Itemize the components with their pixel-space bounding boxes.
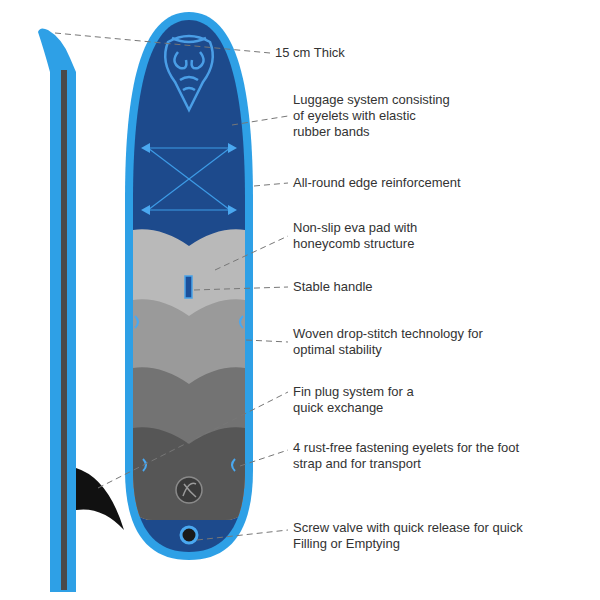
bungee-eyelets [141,143,237,215]
leader-line [215,236,288,270]
logo-detail [180,77,198,90]
handle [185,276,192,298]
leader-line [98,392,288,488]
valve [181,527,197,543]
callout-label: Non-slip eva pad with honeycomb structur… [293,220,473,252]
callout-label: Woven drop-stitch technology for optimal… [293,326,493,358]
leader-line [197,530,288,540]
leader-line [232,116,288,125]
side-rail-stripe [61,70,67,590]
logo-detail [172,38,206,42]
callout-label: 4 rust-free fastening eyelets for the fo… [293,440,523,472]
brand-logo [176,477,202,503]
fin [76,468,124,530]
board-edge [125,12,253,560]
board-deck [133,20,245,552]
callout-label: Luggage system consisting of eyelets wit… [293,92,453,140]
logo-spiral [192,52,204,68]
callout-label: Stable handle [293,279,443,295]
leader-lines [55,33,288,540]
logo-spiral [174,52,186,68]
bungee-cords [148,148,230,210]
brand-mark [183,483,196,497]
fastening-eyelets [135,316,243,471]
leader-line [240,450,288,466]
side-profile [38,28,76,592]
leader-line [55,33,270,53]
callout-label: 15 cm Thick [275,45,475,61]
leader-line [194,287,288,290]
callout-label: Screw valve with quick release for quick… [293,520,523,552]
callout-label: All-round edge reinforcement [293,175,523,191]
callout-label: Fin plug system for a quick exchange [293,384,443,416]
leader-line [254,183,288,186]
leader-line [246,340,288,342]
deck-pad [133,229,245,520]
